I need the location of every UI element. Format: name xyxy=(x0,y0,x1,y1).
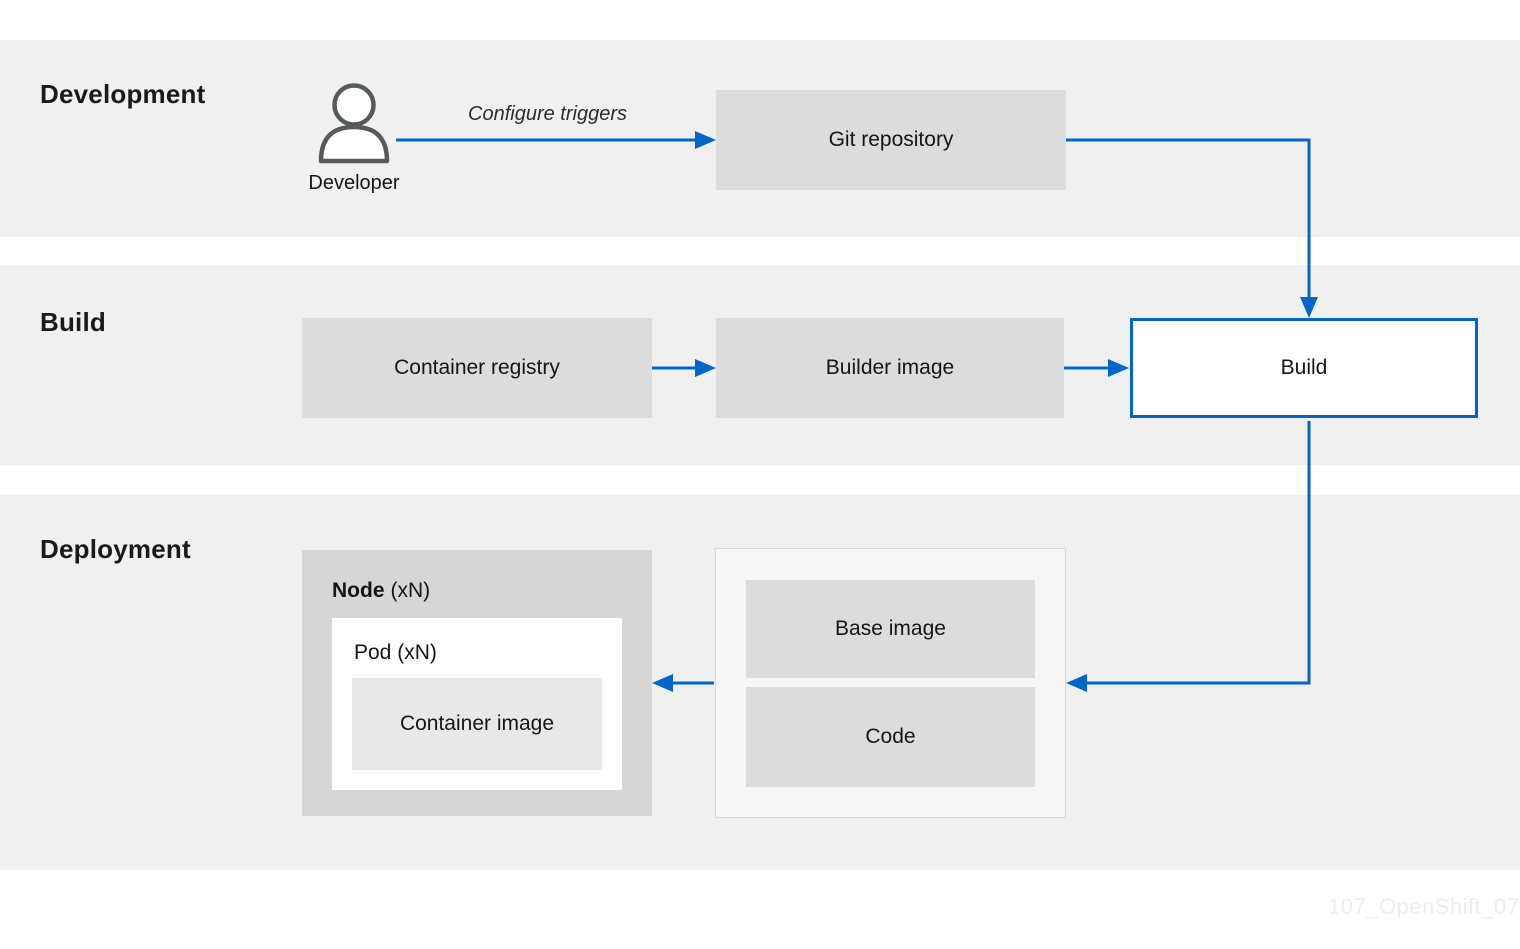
git-repository-box: Git repository xyxy=(716,90,1066,190)
pod-label: Pod (xN) xyxy=(354,641,437,664)
watermark-text: 107_OpenShift_0720 xyxy=(1328,894,1520,919)
base-image-box: Base image xyxy=(746,580,1035,678)
section-label-deployment: Deployment xyxy=(40,534,191,564)
builder-image-box: Builder image xyxy=(716,318,1064,418)
section-label-development: Development xyxy=(40,79,206,109)
node-label-count: (xN) xyxy=(390,579,431,602)
code-box: Code xyxy=(746,687,1035,787)
configure-triggers-label: Configure triggers xyxy=(468,103,627,125)
container-registry-box: Container registry xyxy=(302,318,652,418)
developer-label: Developer xyxy=(308,172,400,194)
node-label: Node(xN) xyxy=(332,579,430,603)
container-image-box: Container image xyxy=(352,678,602,770)
developer-person-icon xyxy=(318,83,390,164)
section-label-build: Build xyxy=(40,307,106,337)
build-box: Build xyxy=(1130,318,1478,418)
node-label-name: Node xyxy=(332,579,385,602)
